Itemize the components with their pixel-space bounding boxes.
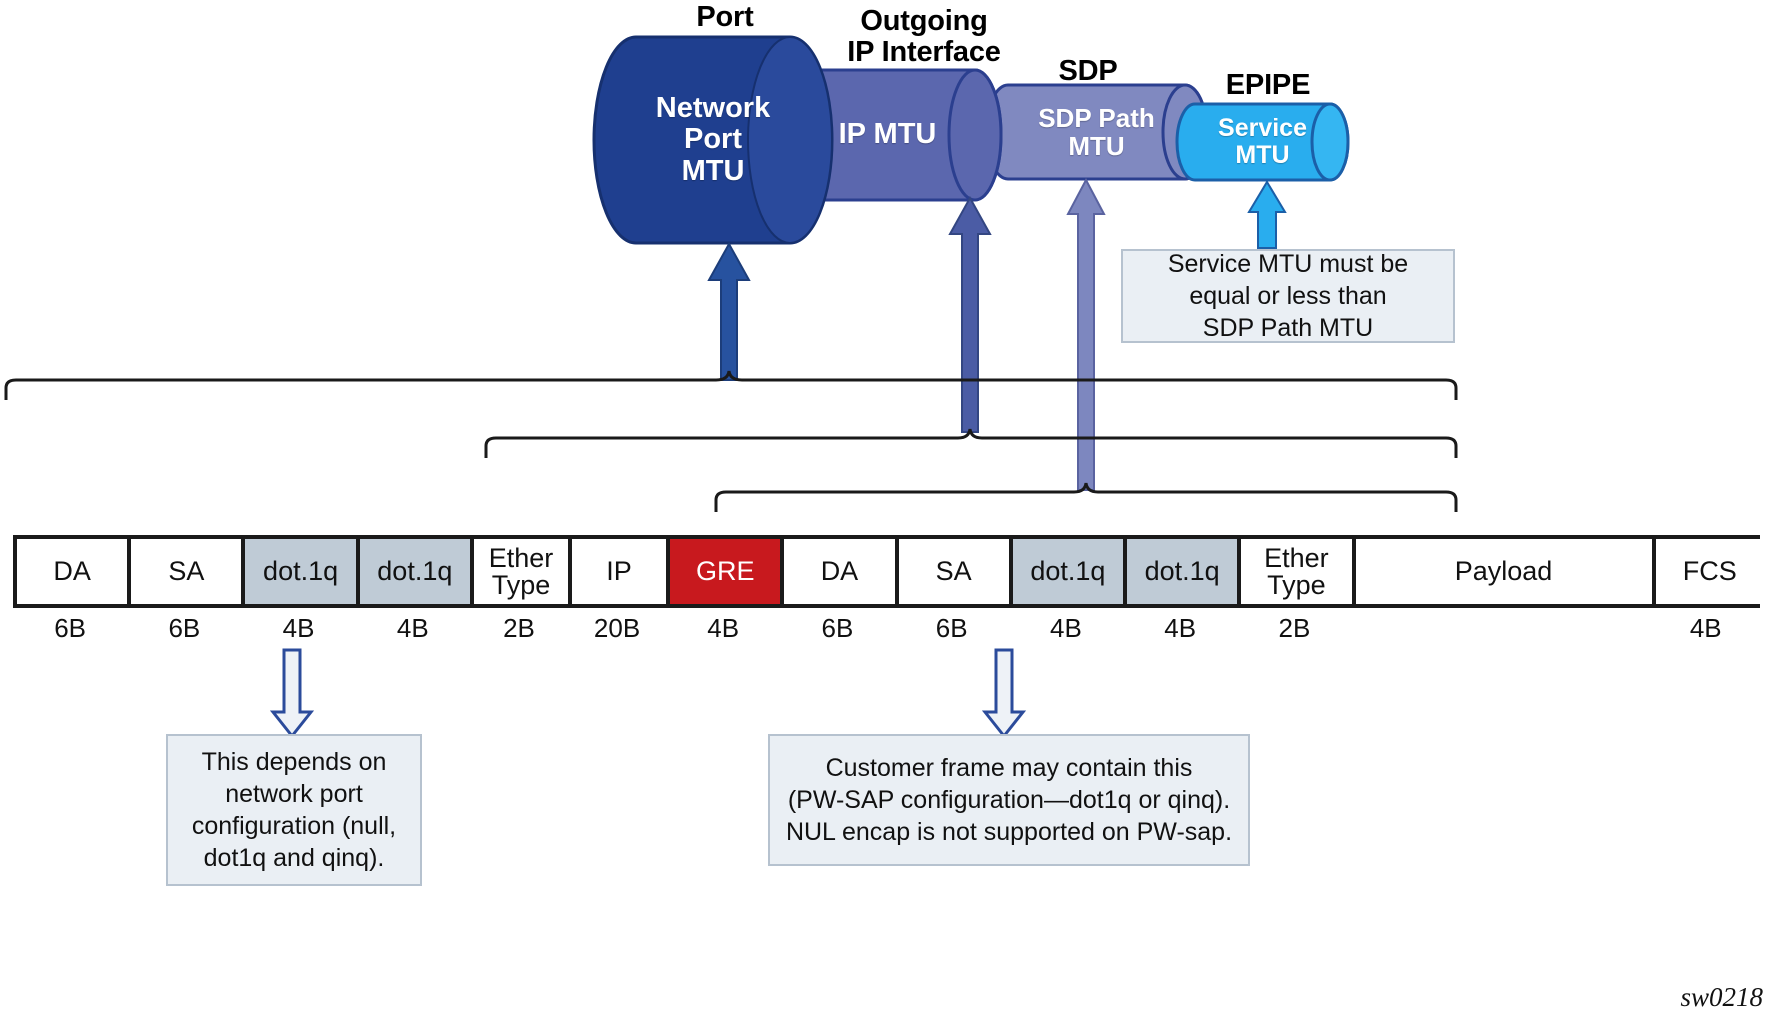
frame-cell-size-9: 4B <box>1050 613 1082 643</box>
brace-sdp-path-mtu <box>714 482 1458 512</box>
frame-cell-size-11: 2B <box>1278 613 1311 643</box>
cylinder-title-sdp-line-1: SDP <box>1058 55 1118 87</box>
cylinder-label-ip-mtu: IP MTU <box>800 70 975 200</box>
frame-cell-label-line: DA <box>53 556 91 586</box>
cylinder-title-epipe-line-1: EPIPE <box>1225 69 1311 101</box>
arrow-network-port-config <box>269 648 315 739</box>
cylinder-label-sdp-path-mtu: SDP Path MTU <box>1008 85 1185 179</box>
callout-service-mtu-note: Service MTU must be equal or less than S… <box>1121 249 1455 343</box>
frame-cell-size-7: 6B <box>821 613 854 643</box>
frame-cell-label-line: dot.1q <box>1144 556 1220 586</box>
frame-cell-size-13: 4B <box>1689 613 1722 643</box>
frame-cell-dot-1q: dot.1q <box>359 539 474 604</box>
callout-network-port-note: This depends on network port configurati… <box>166 734 422 886</box>
label-service: Service <box>1218 114 1307 142</box>
frame-cell-gre: GRE <box>670 539 785 604</box>
frame-cell-label-line: Type <box>491 569 551 600</box>
cylinder-title-outgoing-line-2: IP Interface <box>847 35 1001 68</box>
cylinder-network-port-mtu <box>592 35 834 245</box>
cylinder-title-outgoing-line-1: Outgoing <box>860 5 988 37</box>
callout-custframe-line-1: Customer frame may contain this <box>825 754 1193 782</box>
arrow-service-mtu <box>1247 180 1287 249</box>
callout-custframe-line-3: NUL encap is not supported on PW-sap. <box>785 818 1233 846</box>
frame-cell-label-line: GRE <box>695 556 755 586</box>
frame-cell-label-line: Type <box>1267 569 1326 600</box>
callout-netport-line-2: network port <box>225 780 363 808</box>
frame-cell-label-line: Payload <box>1454 556 1553 586</box>
frame-cell-sa: SA <box>898 539 1013 604</box>
label-sdp-path: SDP Path <box>1038 102 1155 133</box>
frame-cell-label-line: DA <box>820 556 859 586</box>
frame-cell-size-6: 4B <box>707 613 740 643</box>
cylinder-service-mtu <box>1175 102 1350 182</box>
callout-customer-frame-note: Customer frame may contain this (PW-SAP … <box>768 734 1250 866</box>
callout-service-line-1: Service MTU must be <box>1167 250 1409 278</box>
callout-custframe-line-2: (PW-SAP configuration—dot1q or qinq). <box>787 786 1231 814</box>
label-port: Port <box>683 123 742 156</box>
arrow-sdp-path-mtu <box>1066 177 1106 491</box>
frame-cell-label-line: Ether <box>488 542 554 573</box>
callout-netport-line-3: configuration (null, <box>191 812 397 840</box>
frame-cell-size-10: 4B <box>1164 613 1197 643</box>
callout-service-line-2: equal or less than <box>1189 282 1387 310</box>
frame-cell-dot-1q: dot.1q <box>1127 539 1242 604</box>
frame-cell-da: DA <box>17 539 132 604</box>
callout-service-line-3: SDP Path MTU <box>1202 314 1374 342</box>
frame-cell-fcs: FCS <box>1655 539 1764 604</box>
callout-netport-line-4: dot1q and qinq). <box>203 844 385 872</box>
label-service-mtu: MTU <box>1235 141 1290 169</box>
frame-cell-label-line: SA <box>168 556 205 586</box>
frame-cell-dot-1q: dot.1q <box>245 539 360 604</box>
label-ip-mtu: IP MTU <box>838 118 937 151</box>
label-mtu: MTU <box>681 154 745 187</box>
figure-id-watermark: sw0218 <box>1680 982 1763 1012</box>
frame-cell-label-line: IP <box>606 556 632 586</box>
frame-cell-ip: IP <box>572 539 671 604</box>
frame-cell-size-5: 20B <box>593 613 641 643</box>
frame-cell-size-1: 6B <box>168 613 201 643</box>
frame-cell-label-line: dot.1q <box>1030 556 1106 586</box>
cylinder-title-sdp: SDP <box>1018 56 1158 87</box>
label-network: Network <box>655 92 771 125</box>
frame-cell-dot-1q: dot.1q <box>1012 539 1128 604</box>
frame-cell-da: DA <box>784 539 899 604</box>
frame-cell-size-4: 2B <box>503 613 535 643</box>
arrow-network-port-mtu <box>707 241 751 381</box>
arrow-customer-frame <box>981 648 1027 739</box>
arrow-ip-mtu <box>948 195 992 433</box>
frame-cell-label-line: Ether <box>1264 542 1329 573</box>
frame-cell-payload: Payload <box>1355 539 1656 604</box>
brace-ip-mtu <box>484 428 1458 458</box>
cylinder-title-epipe: EPIPE <box>1198 70 1338 101</box>
frame-cell-sa: SA <box>131 539 246 604</box>
frame-cell-size-2: 4B <box>282 613 315 643</box>
cylinder-title-port: Port <box>640 2 810 33</box>
frame-cell-label-line: dot.1q <box>377 556 453 586</box>
cylinder-label-service-mtu: Service MTU <box>1195 104 1330 180</box>
frame-cell-label-line: dot.1q <box>263 556 339 586</box>
frame-cell-size-3: 4B <box>396 613 429 643</box>
frame-cell-size-0: 6B <box>54 613 87 643</box>
frame-cell-label-line: SA <box>935 556 972 586</box>
label-sdp-mtu: MTU <box>1068 131 1125 161</box>
frame-cell-size-8: 6B <box>935 613 968 643</box>
cylinder-label-network-port-mtu: Network Port MTU <box>636 37 790 243</box>
callout-netport-line-1: This depends on <box>201 748 387 776</box>
cylinder-title-outgoing-ip-interface: Outgoing IP Interface <box>800 6 1048 67</box>
frame-cell-label-line: FCS <box>1682 556 1737 586</box>
brace-network-port-mtu <box>4 370 1458 400</box>
cylinder-title-port-line-1: Port <box>696 1 754 33</box>
